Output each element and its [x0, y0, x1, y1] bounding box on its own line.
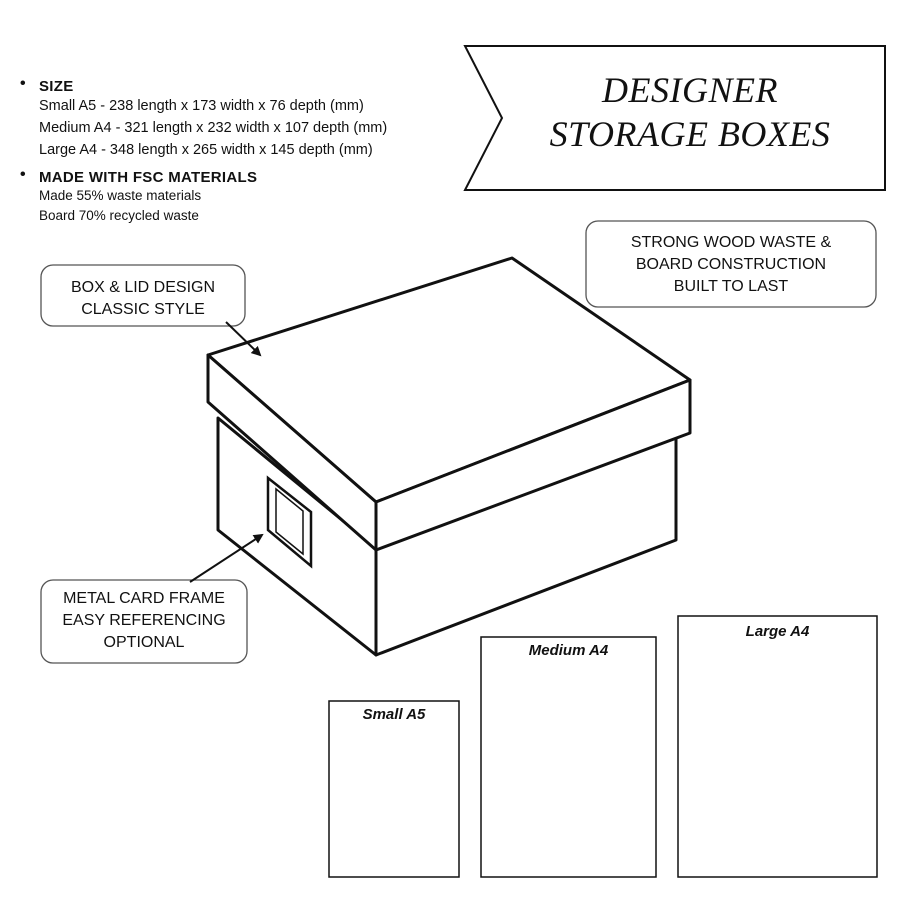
size-label-medium: Medium A4	[528, 642, 609, 659]
title-banner	[463, 45, 886, 191]
arrow-to-card-frame	[189, 533, 264, 583]
callout-lid-box	[40, 264, 246, 327]
callout-construction: STRONG WOOD WASTE & BOARD CONSTRUCTION B…	[630, 234, 832, 295]
callout-card-frame-box	[40, 579, 248, 664]
size-large: Large A4 - 348 length x 265 width x 145 …	[39, 142, 373, 158]
specs-block: • SIZE Small A5 - 238 length x 173 width…	[20, 75, 460, 226]
size-small: Small A5 - 238 length x 173 width x 76 d…	[39, 98, 364, 114]
callout-lid: BOX & LID DESIGN CLASSIC STYLE	[70, 279, 216, 318]
bullet-icon: •	[20, 166, 26, 183]
material-board: Board 70% recycled waste	[39, 208, 199, 223]
size-rect-small	[328, 700, 460, 878]
card-frame-icon	[266, 475, 313, 569]
size-rect-large	[677, 615, 878, 878]
materials-heading: • MADE WITH FSC MATERIALS	[20, 166, 258, 187]
page-title: DESIGNER STORAGE BOXES	[549, 70, 831, 154]
size-label-small: Small A5	[362, 706, 426, 723]
material-waste: Made 55% waste materials	[39, 188, 202, 203]
callout-card-frame: METAL CARD FRAME EASY REFERENCING OPTION…	[62, 590, 226, 651]
size-label-large: Large A4	[745, 623, 810, 640]
size-rect-medium	[480, 636, 657, 878]
box-lid	[206, 256, 692, 552]
arrow-to-lid	[225, 321, 262, 357]
callout-construction-box	[585, 220, 877, 308]
size-medium: Medium A4 - 321 length x 232 width x 107…	[39, 120, 388, 136]
bullet-icon: •	[20, 75, 26, 92]
size-heading: • SIZE	[20, 75, 74, 96]
